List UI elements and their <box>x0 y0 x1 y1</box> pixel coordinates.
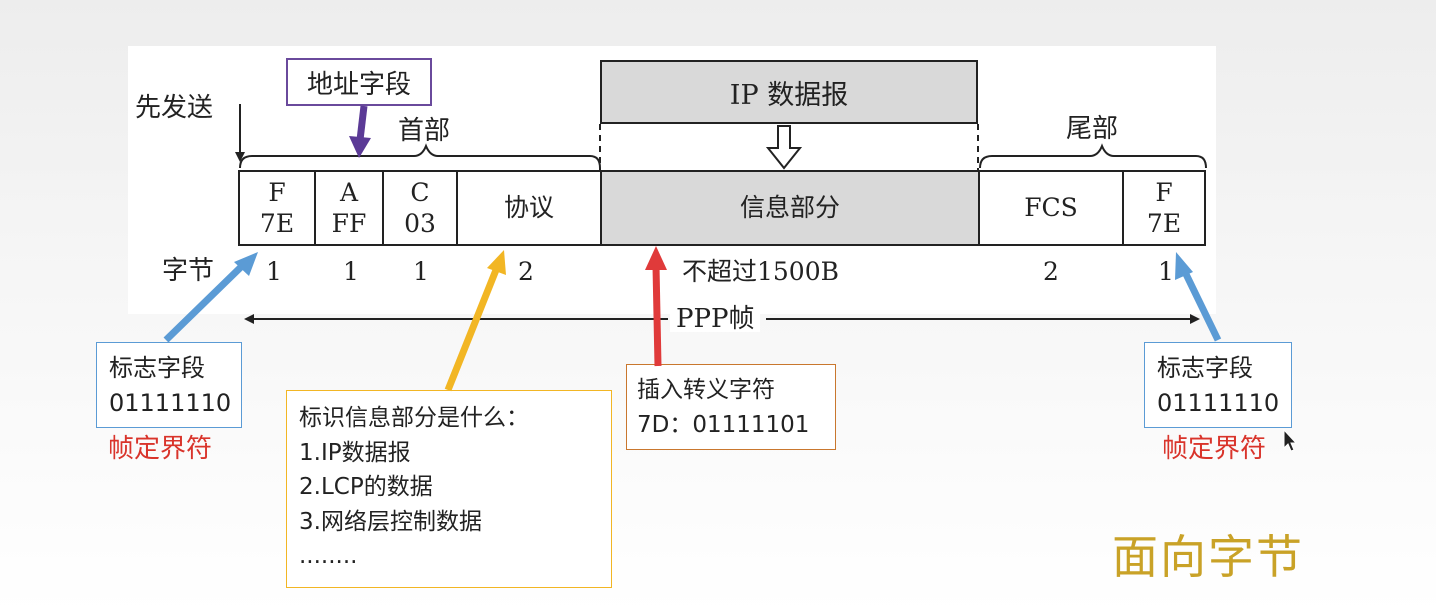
byte-size-fcs: 2 <box>1043 257 1059 286</box>
byte-size-flag-start: 1 <box>266 257 282 286</box>
protocol-item: 3.网络层控制数据 <box>299 508 482 535</box>
trailer-label: 尾部 <box>1066 114 1119 144</box>
flag-callout-title: 标志字段 <box>109 354 205 382</box>
field-text: FCS <box>1024 193 1078 223</box>
field-value: 03 <box>404 209 436 238</box>
field-value: FF <box>331 209 367 238</box>
flag-callout-title: 标志字段 <box>1157 354 1253 382</box>
field-text: 信息部分 <box>739 193 840 223</box>
field-text: F <box>1155 177 1173 207</box>
byte-size-flag-end: 1 <box>1158 257 1174 286</box>
send-first-label: 先发送 <box>135 93 214 123</box>
protocol-item: 2.LCP的数据 <box>299 474 433 500</box>
mouse-cursor-icon <box>1283 428 1298 452</box>
byte-size-address: 1 <box>343 257 359 286</box>
field-text: F <box>268 177 286 207</box>
protocol-item: ........ <box>299 543 358 569</box>
frame-delimiter-note-right: 帧定界符 <box>1162 434 1267 464</box>
byte-oriented-watermark: 面向字节 <box>1112 530 1304 584</box>
frame-delimiter-note-left: 帧定界符 <box>108 434 213 464</box>
fcs-field: FCS <box>978 170 1124 246</box>
escape-char-callout: 插入转义字符 7D：01111101 <box>626 364 836 450</box>
field-text: 协议 <box>503 193 554 223</box>
byte-size-information: 不超过1500B <box>682 257 839 286</box>
protocol-callout-title: 标识信息部分是什么： <box>299 405 529 431</box>
byte-size-control: 1 <box>413 257 429 286</box>
ppp-frame-label: PPP帧 <box>670 306 761 332</box>
escape-callout-title: 插入转义字符 <box>637 377 775 403</box>
flag-callout-right: 标志字段 01111110 <box>1144 342 1292 428</box>
protocol-callout: 标识信息部分是什么： 1.IP数据报 2.LCP的数据 3.网络层控制数据 ..… <box>286 390 612 588</box>
information-field: 信息部分 <box>600 170 980 246</box>
flag-callout-value: 01111110 <box>109 388 232 417</box>
flag-callout-value: 01111110 <box>1157 388 1280 417</box>
protocol-field: 协议 <box>456 170 602 246</box>
protocol-item: 1.IP数据报 <box>299 439 411 466</box>
field-value: 7E <box>1146 209 1182 238</box>
field-text: A <box>339 177 359 207</box>
escape-callout-value: 7D：01111101 <box>637 411 810 438</box>
byte-size-protocol: 2 <box>518 257 534 286</box>
address-field-callout: 地址字段 <box>286 58 432 106</box>
header-label: 首部 <box>398 116 451 146</box>
bytes-label: 字节 <box>162 256 215 286</box>
field-value: 7E <box>259 209 295 238</box>
field-text: C <box>410 177 430 207</box>
ip-datagram-box: IP 数据报 <box>600 60 978 124</box>
flag-callout-left: 标志字段 01111110 <box>96 342 242 428</box>
